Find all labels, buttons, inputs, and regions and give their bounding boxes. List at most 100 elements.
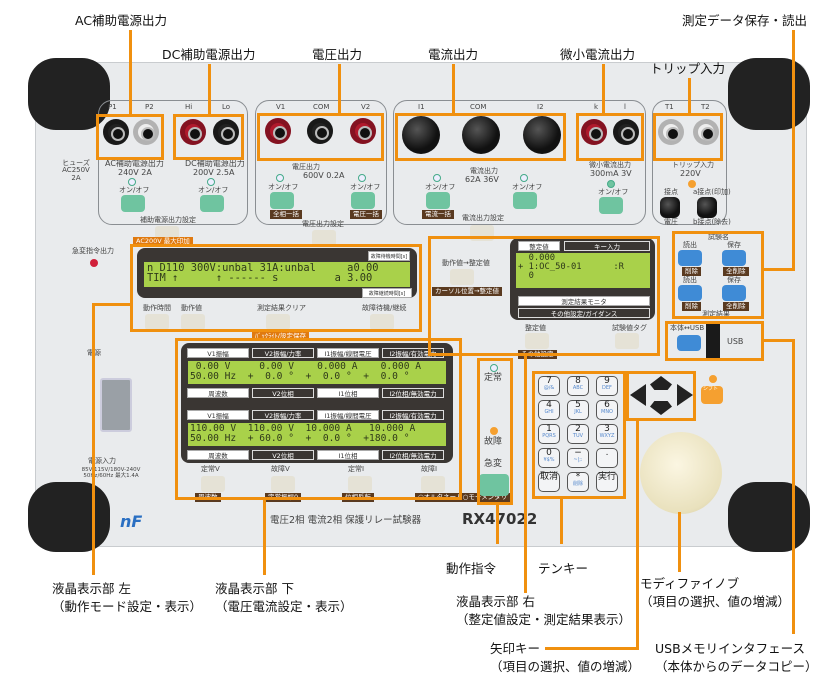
dc-onoff-button[interactable] [200, 195, 224, 212]
v1-onoff-button[interactable] [270, 192, 294, 209]
trip-spec: トリップ入力 [672, 161, 714, 169]
l-terminal[interactable] [613, 119, 639, 145]
v1-led [276, 174, 284, 182]
save-result-button[interactable] [722, 285, 746, 301]
lcd-header-3: I1振幅/線間電圧 [317, 348, 379, 358]
p1-terminal[interactable] [103, 119, 129, 145]
key-3-1[interactable]: −~|;: [567, 448, 589, 468]
clear-button[interactable] [266, 314, 290, 330]
bottom-button-label: 定常V [201, 465, 220, 473]
read-test-button[interactable] [678, 250, 702, 266]
trip-mode-switch[interactable] [660, 197, 680, 218]
modify-knob[interactable] [640, 432, 722, 514]
emergency-out-terminal[interactable] [90, 259, 98, 267]
key-4-2[interactable]: 実行 [596, 472, 618, 492]
key-0-0[interactable]: 7@/& [538, 376, 560, 396]
bottom-button[interactable] [421, 476, 445, 492]
lcd-header-2: V2位相 [252, 450, 314, 460]
micro-callout-box [576, 113, 644, 161]
hi-terminal[interactable] [180, 119, 206, 145]
key-4-1[interactable]: *削除 [567, 472, 589, 492]
micro-onoff-button[interactable] [599, 197, 623, 214]
usb-callout-box [665, 321, 764, 361]
bottom-button[interactable] [201, 476, 225, 492]
left-lcd-callout-box [130, 244, 422, 332]
set-button[interactable] [525, 333, 549, 349]
callout-action: 動作指令 [446, 561, 497, 576]
i1-onoff-button[interactable] [426, 192, 450, 209]
callout-knob-sub: （項目の選択、値の増減） [640, 594, 791, 610]
lcd2-row-b: 50.00 Hz + 60.0 ° + 0.0 ° +180.0 ° [190, 432, 410, 444]
key-label: * [575, 472, 581, 482]
bottom-button-label: 故障I [421, 465, 438, 473]
fault-label: 故障 [484, 437, 503, 447]
tab-setting[interactable]: 整定値 [518, 241, 560, 251]
bottom-button[interactable] [348, 476, 372, 492]
key-4-0[interactable]: 取消 [538, 472, 560, 492]
shift-led [709, 375, 717, 383]
fault-wait-button[interactable] [370, 314, 394, 330]
guidance-bar[interactable]: その他設定/ガイダンス [518, 308, 650, 318]
v-set-button[interactable] [312, 230, 336, 246]
opval-to-set-button[interactable] [450, 269, 474, 285]
v2-terminal[interactable] [350, 118, 376, 144]
bottom-button[interactable] [271, 476, 295, 492]
op-time-button[interactable] [145, 314, 169, 330]
shift-button[interactable]: シフト [701, 386, 723, 404]
i1-onoff-label: オン/オフ [425, 183, 456, 191]
v1-terminal[interactable] [265, 118, 291, 144]
leader-line [208, 64, 211, 115]
i2-onoff-button[interactable] [513, 192, 537, 209]
callout-usb: USBメモリインタフェース（本体からのデータコピー） [655, 640, 818, 676]
op-value-button[interactable] [181, 314, 205, 330]
current-callout-box [395, 113, 566, 161]
vcom-terminal[interactable] [307, 118, 333, 144]
key-label: 0 [546, 448, 552, 458]
p2-terminal[interactable] [133, 119, 159, 145]
callout-voltage: 電圧出力 [312, 47, 363, 62]
emergency-out-label: 急変指令出力 [72, 247, 114, 255]
sudden-button[interactable] [479, 474, 509, 496]
icom-terminal[interactable] [462, 116, 500, 154]
power-switch[interactable] [100, 378, 132, 432]
v2-onoff-button[interactable] [351, 192, 375, 209]
save-test-button[interactable] [722, 250, 746, 266]
key-sub-label: ~|;: [573, 457, 583, 463]
arrow-left-key[interactable] [630, 384, 646, 406]
key-3-2[interactable]: . [596, 448, 618, 468]
key-3-0[interactable]: 0¥$% [538, 448, 560, 468]
v-spec: 電圧出力 [292, 163, 320, 171]
trip-contact-switch[interactable] [697, 197, 717, 218]
leader-line [688, 78, 691, 114]
i1-terminal[interactable] [402, 116, 440, 154]
i2-terminal[interactable] [523, 116, 561, 154]
arrow-right-key[interactable] [677, 384, 693, 406]
v2-label: V2 [361, 103, 371, 111]
lo-terminal[interactable] [213, 119, 239, 145]
t1-terminal[interactable] [658, 119, 684, 145]
v1-label: V1 [276, 103, 286, 111]
callout-lcd-left-sub: （動作モード設定・表示） [52, 599, 203, 615]
usb-copy-button[interactable] [677, 335, 701, 351]
save-result-label: 保存 [727, 276, 741, 284]
ac-onoff-button[interactable] [121, 195, 145, 212]
test-tag-button[interactable] [615, 333, 639, 349]
tab-key-input[interactable]: キー入力 [564, 241, 650, 251]
usb-port[interactable] [706, 324, 720, 358]
k-terminal[interactable] [581, 119, 607, 145]
v-rating: 600V 0.2A [303, 171, 345, 180]
t2-terminal[interactable] [693, 119, 719, 145]
read-result-button[interactable] [678, 285, 702, 301]
monitor-bar[interactable]: 測定結果モニタ [518, 296, 650, 306]
callout-ac-aux: AC補助電源出力 [75, 13, 168, 28]
callout-arrow-sub: （項目の選択、値の増減） [490, 659, 641, 675]
